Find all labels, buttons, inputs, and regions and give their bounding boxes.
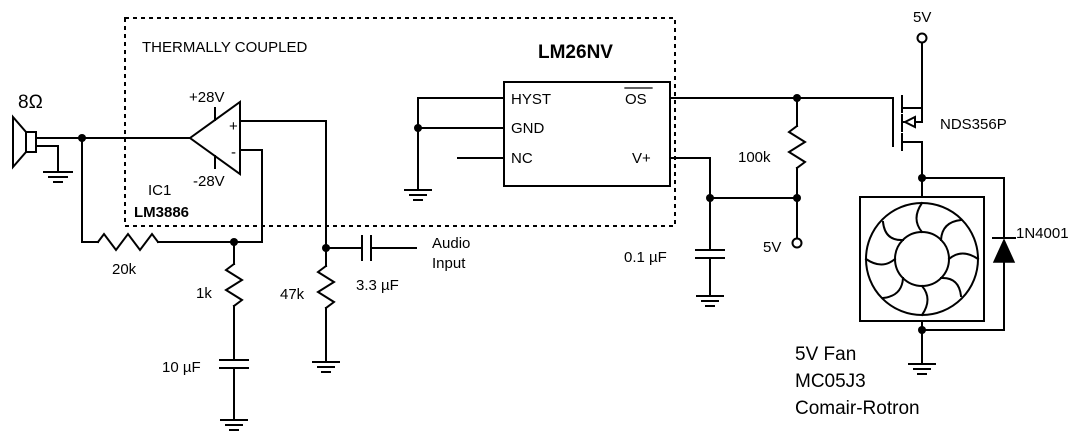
pin-nc-label: NC xyxy=(511,150,533,167)
supply-5v-top-label: 5V xyxy=(913,9,931,26)
fan-label-line-3: Comair-Rotron xyxy=(795,398,920,419)
mosfet-label: NDS356P xyxy=(940,116,1007,133)
capacitor-3p3uF xyxy=(325,235,417,261)
fan-label-line-2: MC05J3 xyxy=(795,371,866,392)
audio-input-label-2: Input xyxy=(432,255,466,272)
nds356p-mosfet xyxy=(892,42,923,179)
resistor-47k-label: 47k xyxy=(280,286,305,303)
sensor-part-number: LM26NV xyxy=(538,42,613,63)
pin-vplus-label: V+ xyxy=(632,150,651,167)
pin-hyst-label: HYST xyxy=(511,91,551,108)
capacitor-0p1uF-label: 0.1 µF xyxy=(624,249,667,266)
resistor-100k xyxy=(787,97,807,239)
pin-gnd-label: GND xyxy=(511,120,545,137)
junction-gnd xyxy=(414,124,422,132)
junction-100k-bottom xyxy=(793,194,801,202)
amp-minus-symbol: - xyxy=(231,144,236,161)
amp-part-number: LM3886 xyxy=(134,204,189,221)
amp-plus-symbol: + xyxy=(229,118,238,135)
fan-icon xyxy=(859,196,985,322)
capacitor-3p3uF-label: 3.3 µF xyxy=(356,277,399,294)
supply-5v-top-terminal xyxy=(916,32,928,44)
capacitor-10uF-label: 10 µF xyxy=(162,359,201,376)
amp-supply-positive: +28V xyxy=(189,89,224,106)
capacitor-0p1uF xyxy=(695,249,725,307)
thermal-coupling-box xyxy=(124,17,676,227)
resistor-20k xyxy=(96,232,263,252)
resistor-47k xyxy=(312,247,340,373)
lm3886-amplifier xyxy=(188,100,241,176)
diode-1n4001 xyxy=(992,237,1016,263)
resistor-100k-label: 100k xyxy=(738,149,771,166)
amp-supply-negative: -28V xyxy=(193,173,225,190)
amp-reference: IC1 xyxy=(148,182,171,199)
lm26nv-sensor xyxy=(503,81,671,187)
thermal-coupling-label: THERMALLY COUPLED xyxy=(142,39,307,56)
resistor-20k-label: 20k xyxy=(112,261,137,278)
speaker-label: 8Ω xyxy=(18,92,43,113)
resistor-1k xyxy=(224,241,244,361)
fan-label-line-1: 5V Fan xyxy=(795,344,856,365)
audio-input-label-1: Audio xyxy=(432,235,470,252)
diode-label: 1N4001 xyxy=(1016,225,1069,242)
pin-os-label: OS xyxy=(625,91,647,108)
speaker xyxy=(12,114,83,183)
supply-5v-mid-label: 5V xyxy=(763,239,781,256)
resistor-1k-label: 1k xyxy=(196,285,212,302)
fan-ground-symbol xyxy=(908,363,936,375)
capacitor-10uF xyxy=(219,359,249,431)
supply-5v-mid-terminal xyxy=(791,237,803,249)
